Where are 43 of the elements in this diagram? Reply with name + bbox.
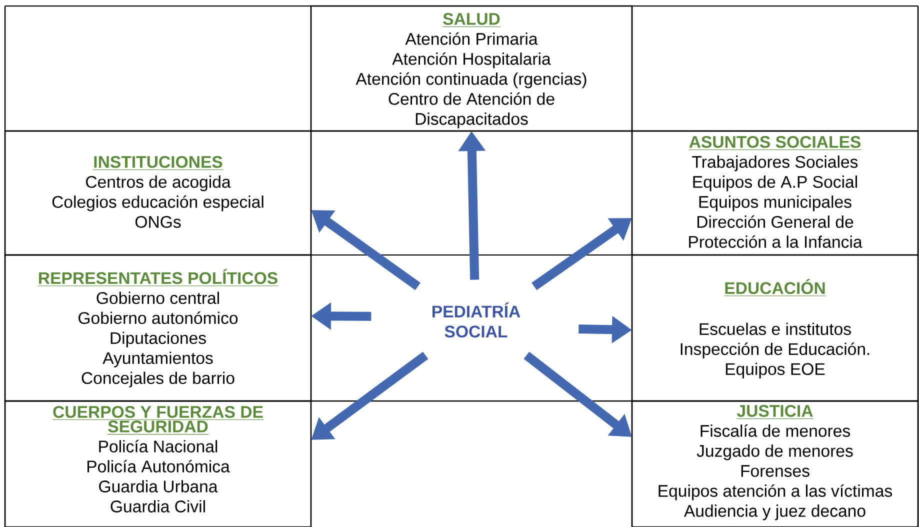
category-heading: INSTITUCIONES <box>94 156 222 168</box>
category-heading: JUSTICIA <box>736 405 813 417</box>
list-item: Escuelas e institutos <box>700 322 851 336</box>
list-item: Policía Autonómica <box>87 460 230 472</box>
list-item: Centro de Atención de Discapacitados <box>388 92 554 128</box>
list-item: ONGs <box>135 216 181 228</box>
list-item: Audiencia y juez decano <box>684 504 866 520</box>
category-cell <box>631 130 919 256</box>
category-cell <box>4 254 312 402</box>
list-item: Equipos EOE <box>726 362 825 378</box>
list-item: Guardia Urbana <box>99 480 218 492</box>
list-item: Concejales de barrio <box>82 372 234 388</box>
list-item: Gobierno autonómico <box>78 312 238 324</box>
list-item: Equipos municipales <box>699 196 852 212</box>
list-item: Juzgado de menores <box>696 444 853 460</box>
list-item: Colegios educación especial <box>52 195 264 212</box>
category-cell <box>631 400 919 527</box>
list-item: Atención Hospitalaria <box>392 52 551 68</box>
list-item: Fiscalía de menores <box>700 424 850 437</box>
list-item: Inspección de Educación. <box>680 342 870 358</box>
category-heading: EDUCACIÓN <box>725 279 825 294</box>
list-item: Atención continuada (rgencias) <box>356 72 586 88</box>
list-item: Equipos de A.P Social <box>693 176 857 192</box>
list-item: Trabajadores Sociales <box>692 156 858 172</box>
list-item: Forenses <box>741 465 810 477</box>
list-item: Atención Primaria <box>405 32 538 45</box>
center-label: PEDIATRÍA SOCIAL <box>432 302 520 338</box>
list-item: Diputaciones <box>110 332 206 348</box>
list-item: Ayuntamientos <box>102 352 213 368</box>
list-item: Policía Nacional <box>99 440 218 452</box>
category-heading: SALUD <box>443 13 500 25</box>
category-heading: ASUNTOS SOCIALES <box>689 136 861 148</box>
category-heading: REPRESENTATES POLÍTICOS <box>39 269 278 284</box>
category-cell <box>4 400 312 527</box>
category-cell <box>4 130 312 256</box>
list-item: Centros de acogida <box>86 176 231 192</box>
list-item: Equipos atención a las víctimas <box>658 484 892 500</box>
list-item: Guardia Civil <box>110 500 205 512</box>
list-item: Gobierno central <box>96 292 219 304</box>
category-cell <box>310 5 633 132</box>
list-item: Dirección General de Protección a la Infancia <box>689 215 862 248</box>
category-cell <box>631 254 919 402</box>
category-heading: CUERPOS Y FUERZAS DE SEGURIDAD <box>52 406 264 432</box>
